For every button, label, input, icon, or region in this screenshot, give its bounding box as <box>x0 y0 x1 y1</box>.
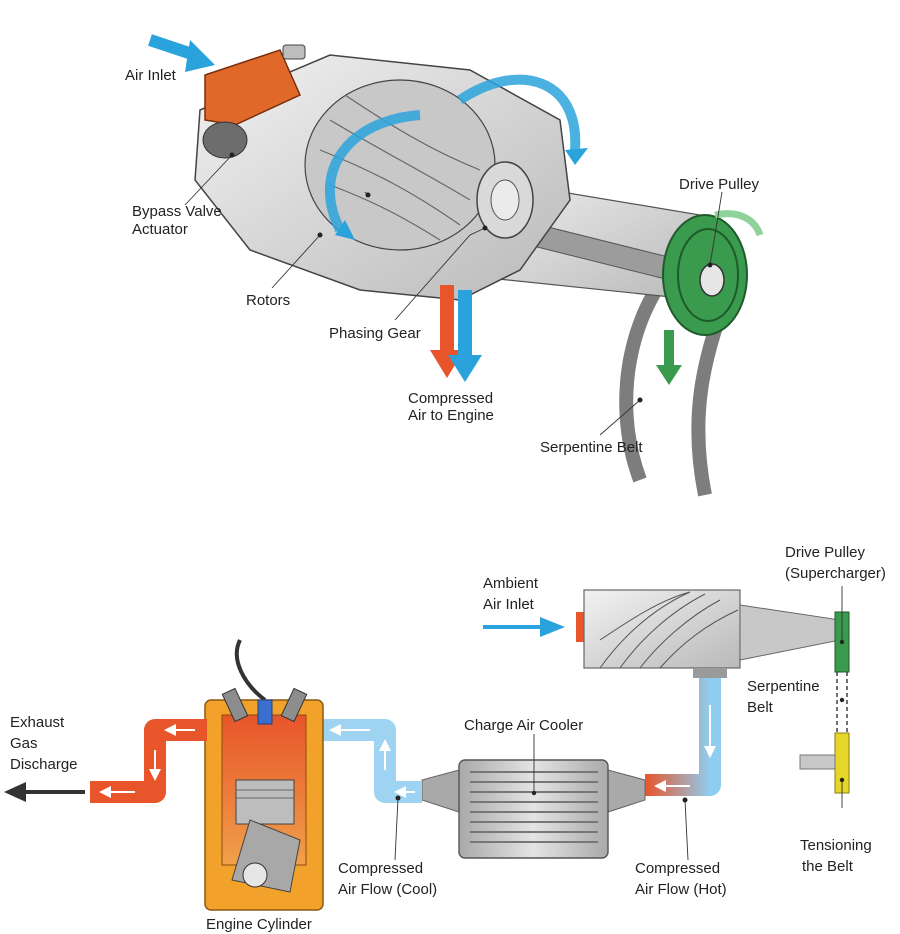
tensioner-shaft <box>799 754 836 770</box>
compressed-air-out-arrow <box>430 285 482 382</box>
top-leader-lines <box>184 152 723 436</box>
label-air-inlet: Air Inlet <box>125 67 177 84</box>
phasing-gear-hub <box>490 179 520 221</box>
label-compressed-air-1: Compressed <box>408 390 493 407</box>
label-rotors: Rotors <box>246 292 290 309</box>
rotor-flow-arrowhead-2 <box>565 148 588 165</box>
label-drive-pulley-top: Drive Pulley <box>679 176 760 193</box>
air-inlet-arrow <box>148 34 197 61</box>
hot-air-pipe <box>645 678 721 796</box>
air-inlet-cover <box>204 49 301 126</box>
label-engine-cylinder: Engine Cylinder <box>206 916 312 933</box>
label-ambient-2: Air Inlet <box>483 596 535 613</box>
label-exhaust-1: Exhaust <box>10 714 65 731</box>
label-drive-pulley-bottom-1: Drive Pulley <box>785 544 866 561</box>
label-serpentine-belt-top: Serpentine Belt <box>540 439 643 456</box>
label-phasing-gear: Phasing Gear <box>329 325 421 342</box>
rotor-flow-arrow-1 <box>325 110 421 233</box>
engine-cylinder <box>204 639 324 911</box>
exhaust-discharge-arrow <box>4 782 85 802</box>
label-exhaust-3: Discharge <box>10 756 78 773</box>
inlet-cap-icon <box>282 44 306 60</box>
label-hot-flow-1: Compressed <box>635 860 720 877</box>
bottom-leader-lines <box>394 586 843 861</box>
label-cool-flow-2: Air Flow (Cool) <box>338 881 437 898</box>
rotor-flow-arrowhead-1 <box>335 220 355 240</box>
label-drive-pulley-bottom-2: (Supercharger) <box>785 565 886 582</box>
label-serpentine-bottom-1: Serpentine <box>747 678 820 695</box>
label-hot-flow-2: Air Flow (Hot) <box>635 881 727 898</box>
label-tensioning-1: Tensioning <box>800 837 872 854</box>
label-charge-air-cooler: Charge Air Cooler <box>464 717 583 734</box>
exhaust-pipe <box>90 719 207 803</box>
label-cool-flow-1: Compressed <box>338 860 423 877</box>
cool-air-pipe <box>322 719 422 803</box>
label-compressed-air-2: Air to Engine <box>408 407 494 424</box>
label-exhaust-2: Gas <box>10 735 38 752</box>
ambient-air-arrow <box>483 617 565 637</box>
label-ambient-1: Ambient <box>483 575 539 592</box>
supercharger-block <box>576 589 841 678</box>
top-supercharger-illustration <box>148 34 764 497</box>
bypass-actuator <box>202 121 248 159</box>
pulley-rotation-arrow <box>714 210 764 237</box>
rotor-flow-arrow-2 <box>457 74 581 151</box>
label-serpentine-bottom-2: Belt <box>747 699 774 716</box>
belt-motion-arrow <box>656 330 682 385</box>
label-tensioning-2: the Belt <box>802 858 854 875</box>
charge-air-cooler <box>421 759 646 859</box>
label-bypass-valve-2: Actuator <box>132 221 188 238</box>
serpentine-belt-dashed <box>836 672 848 733</box>
label-bypass-valve-1: Bypass Valve <box>132 203 222 220</box>
air-inlet-arrowhead <box>185 40 215 72</box>
drive-pulley <box>662 214 748 336</box>
